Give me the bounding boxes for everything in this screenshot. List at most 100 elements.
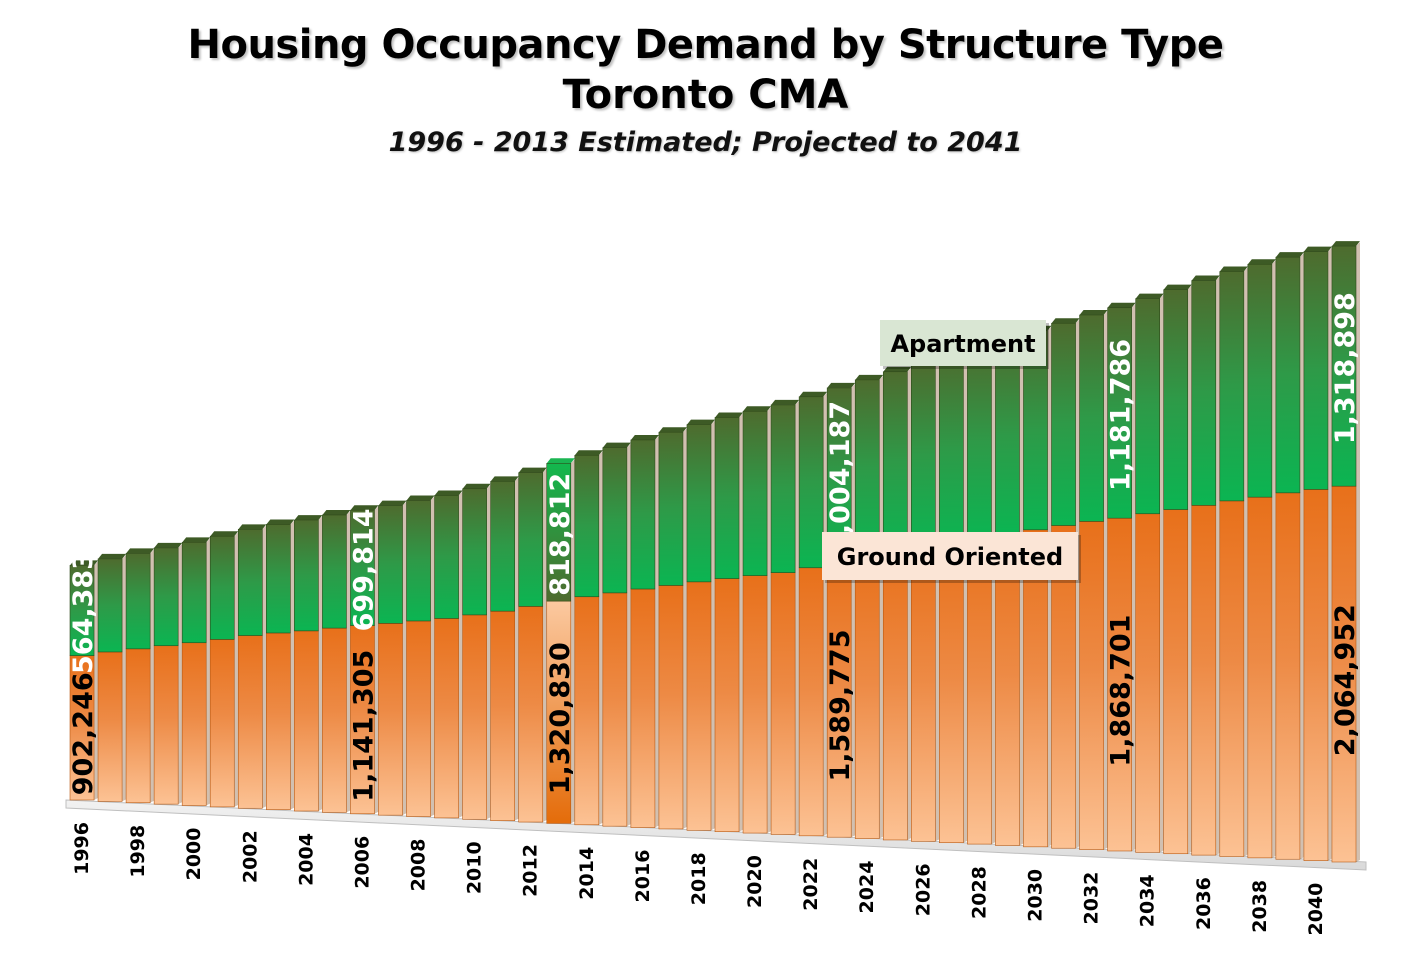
bar-apartment-2008 — [406, 500, 431, 622]
bar-side — [430, 496, 435, 817]
bar-top — [378, 500, 407, 506]
x-tick-2008: 2008 — [408, 839, 430, 892]
x-tick-2016: 2016 — [632, 850, 654, 903]
x-tick-1996: 1996 — [71, 822, 93, 875]
bar-ground-2002 — [237, 635, 263, 809]
bar-ground-2020 — [742, 575, 768, 834]
bar-top — [266, 519, 295, 525]
x-tick-2030: 2030 — [1025, 869, 1047, 922]
bar-apartment-2034 — [1135, 298, 1160, 515]
bar-side — [1356, 242, 1360, 863]
bar-apartment-2018 — [686, 424, 712, 583]
bar-top — [658, 427, 687, 433]
bar-apartment-2007 — [378, 505, 403, 624]
bar-apartment-2002 — [237, 529, 263, 636]
bar-top — [238, 524, 267, 530]
bar-apartment-2025 — [882, 371, 908, 553]
bar-ground-2030 — [1023, 529, 1048, 848]
x-tick-2038: 2038 — [1249, 880, 1271, 933]
bar-apartment-1996 — [69, 565, 95, 656]
bar-apartment-2012 — [518, 472, 544, 607]
bar-side — [402, 501, 407, 816]
ground-label-2013: 1,320,830 — [545, 642, 576, 794]
bar-ground-2026 — [911, 547, 936, 842]
bar-top — [462, 483, 491, 489]
bar-side — [458, 491, 463, 818]
x-tick-2006: 2006 — [351, 836, 373, 889]
bar-apartment-2033 — [1107, 307, 1132, 519]
x-tick-2004: 2004 — [295, 833, 317, 886]
bar-side — [851, 383, 856, 838]
bar-ground-2004 — [294, 630, 319, 812]
bar-apartment-2014 — [574, 454, 600, 598]
x-tick-2018: 2018 — [688, 852, 710, 905]
bar-side — [234, 532, 239, 807]
bar-ground-2040 — [1303, 489, 1329, 861]
bar-side — [542, 468, 547, 823]
bar-top — [715, 412, 744, 418]
bar-side — [1047, 326, 1052, 847]
bar-top — [98, 553, 127, 559]
bar-ground-2025 — [882, 552, 908, 841]
bar-top — [883, 366, 912, 372]
bar-ground-2037 — [1219, 500, 1245, 857]
x-tick-2020: 2020 — [744, 855, 766, 908]
bar-ground-2008 — [406, 620, 431, 817]
bar-apartment-2019 — [714, 417, 740, 579]
bar-side — [1187, 285, 1192, 854]
bar-apartment-2038 — [1247, 263, 1273, 498]
bar-ground-2010 — [462, 614, 487, 820]
chart-subtitle: 1996 - 2013 Estimated; Projected to 2041 — [388, 127, 1023, 158]
bar-side — [1299, 253, 1304, 860]
bar-ground-2024 — [854, 556, 880, 839]
chart-title: Housing Occupancy Demand by Structure Ty… — [187, 22, 1224, 68]
apartment-label-2013: 818,812 — [545, 473, 576, 596]
bar-apartment-2027 — [939, 354, 964, 544]
bar-side — [654, 435, 659, 828]
bar-top — [574, 450, 603, 456]
bar-side — [823, 392, 828, 836]
bars-layer — [69, 241, 1360, 863]
bar-ground-2029 — [995, 533, 1020, 846]
bar-apartment-2004 — [294, 519, 319, 632]
bar-apartment-2021 — [770, 404, 796, 573]
bar-ground-1996 — [69, 655, 95, 801]
bar-apartment-2026 — [911, 363, 936, 549]
bar-ground-2033 — [1107, 517, 1132, 852]
ground-label-2006: 1,141,305 — [348, 650, 379, 802]
bar-ground-2041 — [1331, 485, 1357, 863]
bar-top — [686, 419, 715, 425]
apartment-label-2006: 699,814 — [348, 508, 379, 631]
bar-side — [1075, 319, 1080, 849]
bar-side — [150, 549, 155, 803]
bar-ground-2018 — [686, 581, 712, 831]
x-tick-2002: 2002 — [239, 830, 261, 883]
bar-side — [991, 343, 996, 845]
bar-side — [1215, 276, 1220, 856]
bar-apartment-2009 — [434, 495, 459, 619]
bar-apartment-2003 — [266, 524, 291, 634]
bar-ground-2011 — [490, 610, 515, 821]
bar-side — [879, 375, 884, 839]
bar-top — [1275, 252, 1304, 258]
bar-side — [374, 506, 379, 814]
bar-ground-1998 — [125, 648, 151, 804]
bar-side — [795, 400, 800, 835]
bar-ground-2012 — [518, 606, 544, 823]
bar-top — [406, 495, 435, 501]
bar-top — [1331, 241, 1360, 247]
bar-ground-2032 — [1079, 521, 1104, 850]
data-labels-layer: 902,246564,3831,141,305699,8141,320,8308… — [68, 292, 1361, 802]
bar-apartment-2020 — [742, 410, 768, 576]
bar-ground-1999 — [153, 645, 179, 805]
legend-box — [822, 532, 1078, 580]
bar-top — [1163, 284, 1192, 290]
bar-top — [1191, 275, 1220, 281]
chart-title-block: Housing Occupancy Demand by Structure Ty… — [0, 0, 1411, 164]
x-tick-1998: 1998 — [127, 825, 149, 878]
ground-label-2041: 2,064,952 — [1330, 604, 1361, 756]
bar-ground-2007 — [378, 623, 403, 816]
bar-top — [1219, 266, 1248, 272]
bar-side — [178, 543, 183, 805]
